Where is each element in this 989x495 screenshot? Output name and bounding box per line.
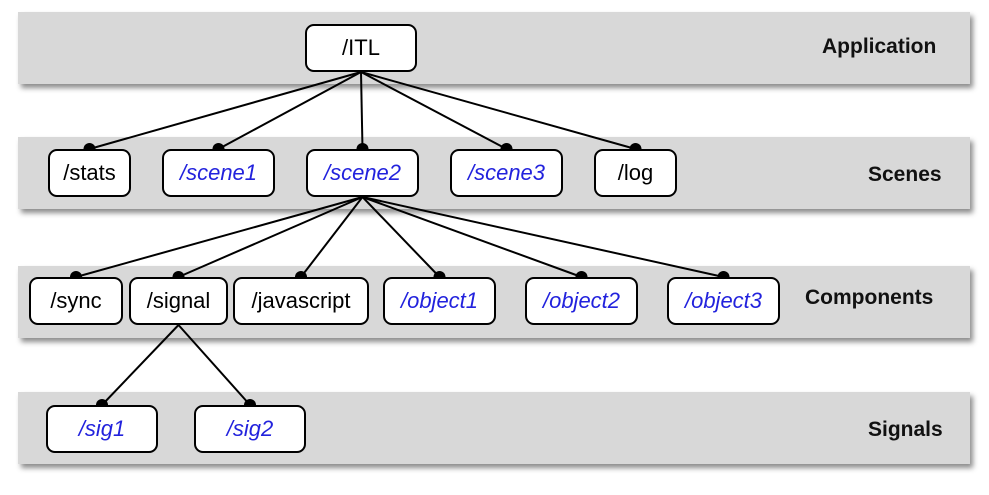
node-scene3[interactable]: /scene3: [450, 149, 563, 197]
node-object2[interactable]: /object2: [525, 277, 638, 325]
node-javascript[interactable]: /javascript: [233, 277, 369, 325]
node-scene2[interactable]: /scene2: [306, 149, 419, 197]
node-object3[interactable]: /object3: [667, 277, 780, 325]
edge-scene2-object1: [361, 196, 441, 278]
scenes-layer-label: Scenes: [868, 163, 942, 186]
edge-scene2-object3: [362, 196, 724, 278]
components-layer-label: Components: [805, 286, 934, 309]
node-stats[interactable]: /stats: [48, 149, 131, 197]
node-sig2[interactable]: /sig2: [194, 405, 306, 453]
node-log[interactable]: /log: [594, 149, 677, 197]
edge-scene2-javascript: [300, 196, 364, 278]
signals-layer-label: Signals: [868, 418, 943, 441]
node-itl[interactable]: /ITL: [305, 24, 417, 72]
edge-scene2-sync: [75, 196, 363, 278]
node-object1[interactable]: /object1: [383, 277, 496, 325]
application-layer-label: Application: [822, 35, 937, 58]
node-signal[interactable]: /signal: [129, 277, 228, 325]
edge-scene2-signal: [178, 196, 363, 278]
signals-layer: [18, 392, 970, 464]
node-sig1[interactable]: /sig1: [46, 405, 158, 453]
node-sync[interactable]: /sync: [29, 277, 123, 325]
node-scene1[interactable]: /scene1: [162, 149, 275, 197]
edge-scene2-object2: [362, 196, 582, 278]
